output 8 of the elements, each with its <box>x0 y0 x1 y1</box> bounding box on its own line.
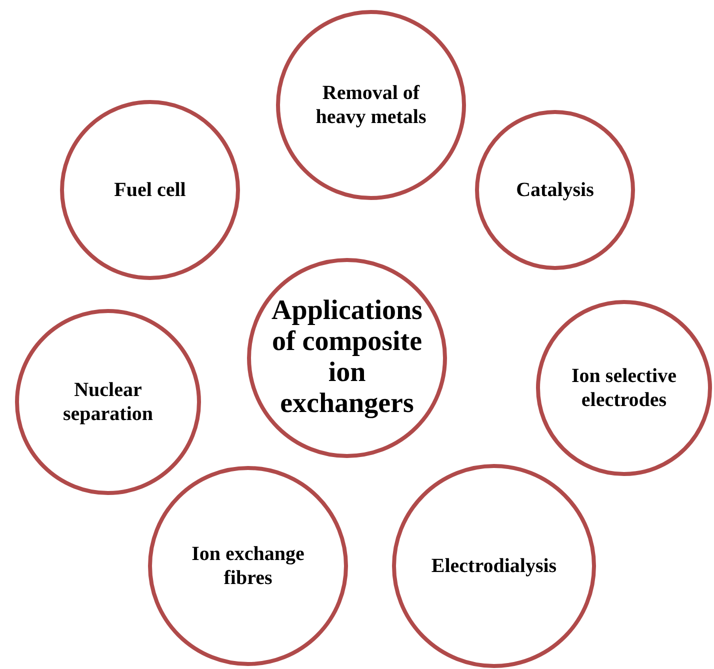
application-label: Ion exchange fibres <box>190 542 306 590</box>
application-label: Electrodialysis <box>431 554 557 578</box>
application-label: Catalysis <box>516 178 594 202</box>
application-label: Nuclear separation <box>62 378 154 426</box>
topic-label: Applications of composite ion exchangers <box>270 296 424 420</box>
application-label: Removal of heavy metals <box>314 81 428 129</box>
application-label: Ion selective electrodes <box>570 364 678 412</box>
application-label: Fuel cell <box>114 178 186 202</box>
